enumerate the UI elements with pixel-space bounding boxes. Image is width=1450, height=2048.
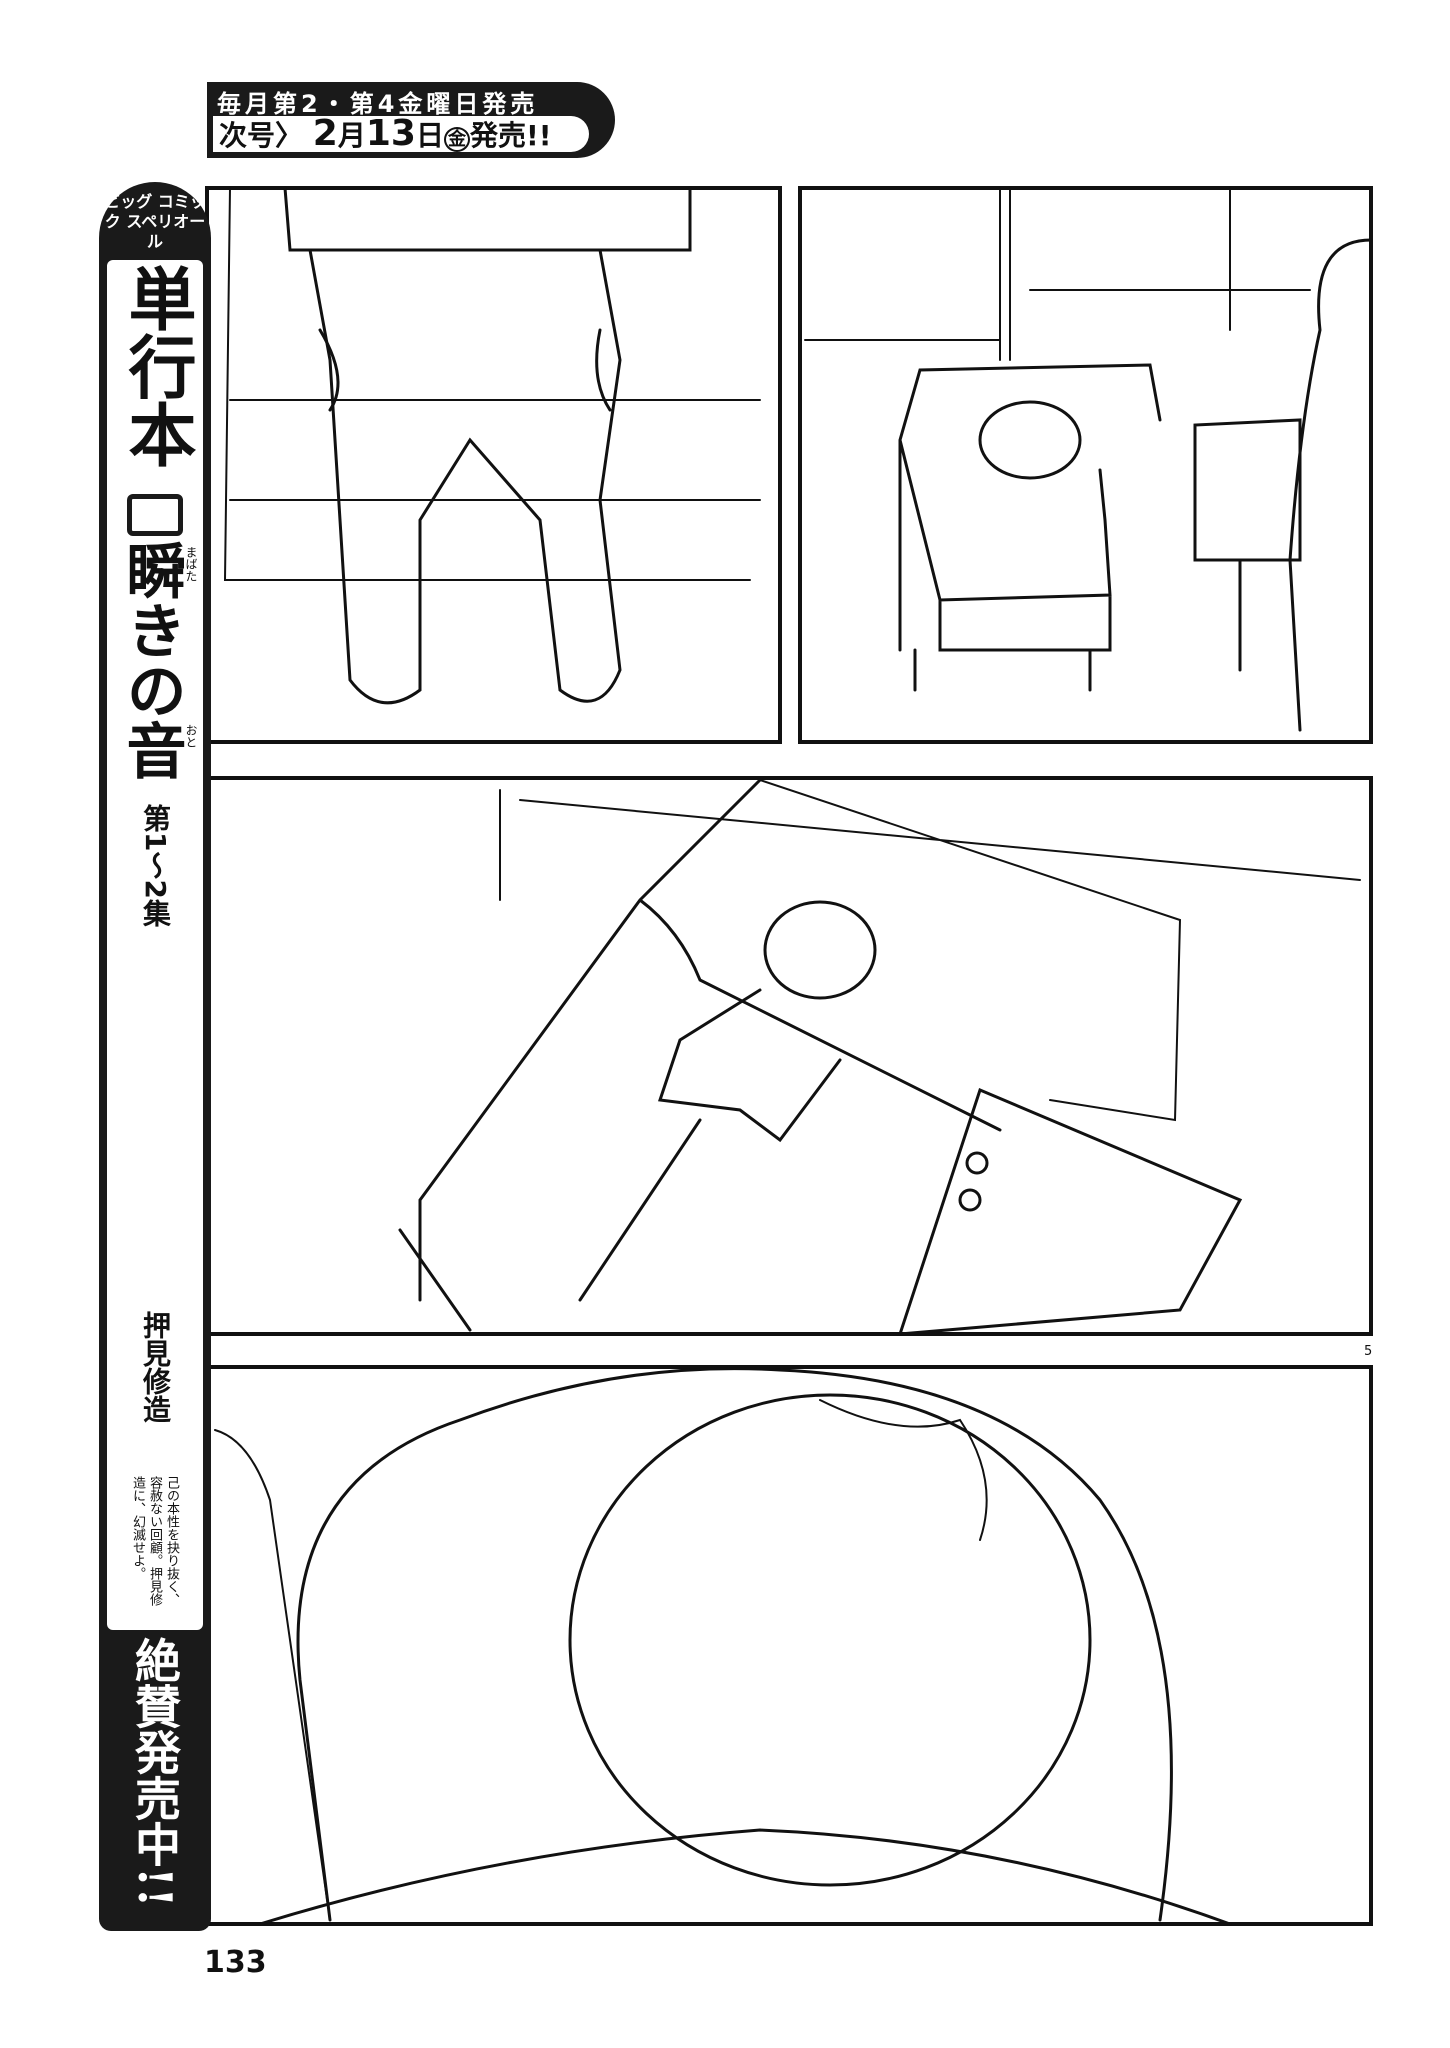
next-issue-label: 次号 [219, 119, 276, 152]
panel-1 [205, 186, 782, 744]
day-unit: 日 [415, 119, 444, 152]
volume-ad-sidebar: ビッグ コミック スペリオール 単行本 瞬きの音 まばた おと 第1〜2集 押見… [99, 182, 211, 1931]
open-book-icon [127, 494, 183, 536]
panel-2 [798, 186, 1373, 744]
arrow-icon: 〉 [275, 119, 304, 152]
release-schedule: 毎月第2・第4金曜日発売 [217, 90, 539, 118]
page-number: 133 [204, 1945, 267, 1980]
panel-4 [205, 1365, 1373, 1926]
on-sale-text: 絶賛発売中!! [128, 1637, 182, 1908]
next-issue-banner: 毎月第2・第4金曜日発売 次号〉 2月13日金発売!! [207, 82, 615, 158]
ad-panel: 単行本 瞬きの音 まばた おと 第1〜2集 押見修造 己の本性を抉り抜く、容赦な… [107, 260, 203, 1630]
title-ruby-2: おと [184, 724, 198, 748]
month: 2 [312, 113, 338, 154]
release-text: 発売!! [469, 119, 552, 152]
sheet-number: 5 [1364, 1344, 1373, 1359]
month-unit: 月 [337, 119, 366, 152]
magazine-brand: ビッグ コミック スペリオール [104, 192, 206, 251]
category-label: 単行本 [116, 264, 195, 468]
day: 13 [365, 113, 416, 154]
blurb: 己の本性を抉り抜く、容赦ない回顧。押見修造に、幻滅せよ。 [130, 1476, 179, 1606]
panel-3 [205, 776, 1373, 1336]
series-title: 瞬きの音 [116, 540, 186, 780]
next-issue-date: 次号〉 2月13日金発売!! [213, 116, 589, 152]
title-ruby-1: まばた [184, 546, 198, 582]
weekday-badge: 金 [443, 127, 470, 152]
volumes-label: 第1〜2集 [139, 804, 172, 927]
author-name: 押見修造 [139, 1311, 172, 1423]
